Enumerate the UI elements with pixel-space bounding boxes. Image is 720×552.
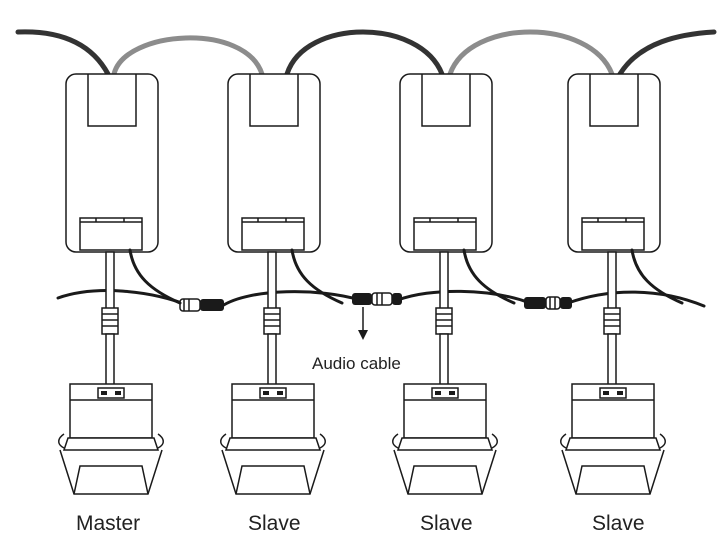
conduit-coupler [603,307,621,335]
audio-connector-1 [179,298,224,312]
spring-clip-left [220,433,227,449]
audio-connector-3 [524,296,572,310]
driver-box [567,73,661,253]
unit-label: Master [76,512,140,535]
junction-pin [617,391,623,395]
conduit [435,251,453,387]
conduit-lower [267,333,277,387]
luminaire [560,383,666,495]
conduit-lower [105,333,115,387]
power-cable-in [15,29,111,77]
audio-drop-wire [128,248,182,305]
junction-pin [435,391,441,395]
conduit-coupler [263,307,281,335]
trim-flange [62,437,160,451]
conduit-upper [267,251,277,311]
audio-drop-wire [290,248,344,305]
trim-flange [224,437,322,451]
unit-4: Slave [560,73,684,535]
trim-inner [235,465,311,495]
spring-clip-right [157,433,164,449]
housing-junction [97,387,125,399]
junction-pin [603,391,609,395]
trim-ring [221,449,325,495]
housing-junction [599,387,627,399]
power-cable-3-4 [447,29,615,77]
conduit-lower [439,333,449,387]
driver-box [227,73,321,253]
driver-output-terminal [413,217,477,251]
driver-input-terminal [87,74,137,127]
driver-box [65,73,159,253]
power-cable-out [617,29,717,77]
unit-3: Slave [392,73,516,535]
spring-clip-left [560,433,567,449]
conduit [603,251,621,387]
conduit-lower [607,333,617,387]
luminaire [392,383,498,495]
trim-flange [564,437,662,451]
conduit-upper [105,251,115,311]
trim-inner [407,465,483,495]
spring-clip-right [491,433,498,449]
audio-drop-wire [630,248,684,305]
annotation-arrowhead [358,330,368,340]
trim-inner [73,465,149,495]
trim-ring [59,449,163,495]
unit-label: Slave [592,512,645,535]
junction-pin [263,391,269,395]
luminaire [58,383,164,495]
conduit [263,251,281,387]
audio-cable-label: Audio cable [312,354,401,373]
spring-clip-right [659,433,666,449]
power-cable-1-2 [111,35,265,77]
driver-output-terminal [241,217,305,251]
audio-connector-2 [352,292,402,306]
audio-cable [56,289,706,312]
audio-drop-wire [462,248,516,305]
junction-pin [101,391,107,395]
conduit [101,251,119,387]
audio-cable-annotation: Audio cable [312,307,401,373]
units-group: Master Slave Slave Slave [58,73,684,535]
trim-ring [561,449,665,495]
conduit-upper [607,251,617,311]
luminaire [220,383,326,495]
unit-1: Master [58,73,182,535]
junction-pin [115,391,121,395]
conduit-coupler [435,307,453,335]
conduit-coupler [101,307,119,335]
junction-pin [277,391,283,395]
conduit-upper [439,251,449,311]
trim-inner [575,465,651,495]
driver-output-terminal [581,217,645,251]
trim-ring [393,449,497,495]
spring-clip-left [392,433,399,449]
driver-input-terminal [589,74,639,127]
housing-junction [259,387,287,399]
driver-input-terminal [421,74,471,127]
unit-label: Slave [248,512,301,535]
driver-box [399,73,493,253]
spring-clip-right [319,433,326,449]
housing-junction [431,387,459,399]
trim-flange [396,437,494,451]
audio-cable-line [56,289,706,308]
unit-label: Slave [420,512,473,535]
unit-2: Slave [220,73,344,535]
power-cable-2-3 [284,29,445,77]
spring-clip-left [58,433,65,449]
junction-pin [449,391,455,395]
power-cables [15,29,717,77]
driver-output-terminal [79,217,143,251]
driver-input-terminal [249,74,299,127]
